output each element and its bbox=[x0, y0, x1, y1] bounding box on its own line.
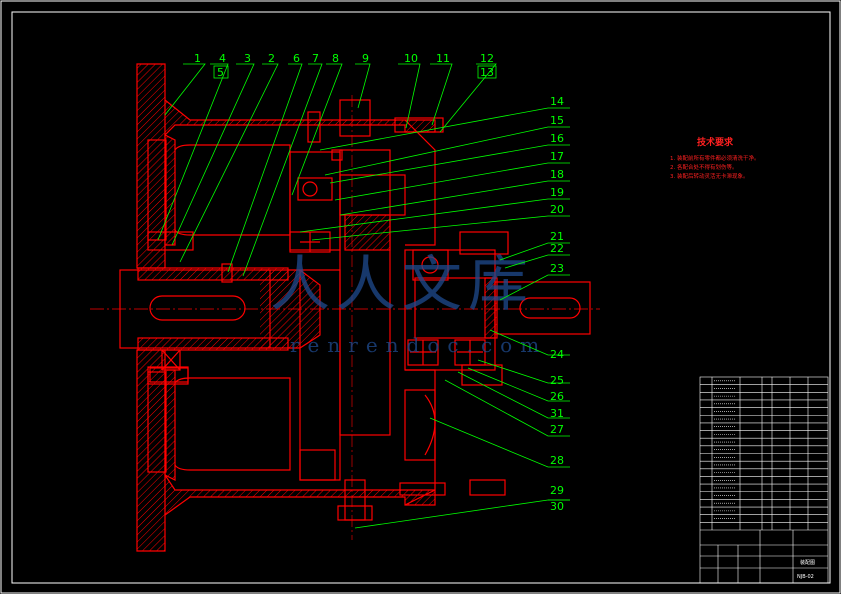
notes-item-2: 2. 各配合处不得有划伤等。 bbox=[670, 163, 738, 171]
callout-27: 27 bbox=[550, 423, 564, 436]
callout-2: 2 bbox=[268, 52, 275, 65]
callout-5-box bbox=[213, 65, 229, 79]
technical-requirements: 技术要求 1. 装配前所有零件都必须清洗干净。 2. 各配合处不得有划伤等。 3… bbox=[670, 136, 760, 180]
drawing-number: NJB-02 bbox=[797, 574, 814, 580]
title-block bbox=[699, 376, 829, 584]
callout-17: 17 bbox=[550, 150, 564, 163]
callout-23: 23 bbox=[550, 262, 564, 275]
callout-7: 7 bbox=[312, 52, 319, 65]
callout-12: 12 bbox=[480, 52, 494, 65]
callout-13-box bbox=[477, 65, 497, 79]
callout-28: 28 bbox=[550, 454, 564, 467]
inner-frame bbox=[11, 11, 831, 584]
callout-22: 22 bbox=[550, 242, 564, 255]
callout-18: 18 bbox=[550, 168, 564, 181]
notes-title: 技术要求 bbox=[697, 136, 734, 148]
callout-3: 3 bbox=[244, 52, 251, 65]
callout-15: 15 bbox=[550, 114, 564, 127]
input-shaft bbox=[119, 263, 321, 371]
watermark-url: renrendoc.com bbox=[290, 333, 547, 357]
callout-14: 14 bbox=[550, 95, 564, 108]
callout-26: 26 bbox=[550, 390, 564, 403]
callouts: 1 4 3 2 6 7 8 9 10 11 12 13 5 14 15 16 1… bbox=[194, 52, 570, 513]
callout-29: 29 bbox=[550, 484, 564, 497]
gear-assembly bbox=[289, 149, 509, 496]
callout-1: 1 bbox=[194, 52, 201, 65]
callout-11: 11 bbox=[436, 52, 450, 65]
leader-lines bbox=[157, 63, 570, 529]
output-shaft bbox=[414, 277, 591, 339]
callout-31: 31 bbox=[550, 407, 564, 420]
notes-item-1: 1. 装配前所有零件都必须清洗干净。 bbox=[670, 154, 760, 162]
title-block-border bbox=[699, 376, 829, 584]
watermark-cn: 人人文库 bbox=[270, 250, 534, 320]
callout-16: 16 bbox=[550, 132, 564, 145]
callout-13: 13 bbox=[480, 66, 494, 79]
callout-20: 20 bbox=[550, 203, 564, 216]
callout-6: 6 bbox=[293, 52, 300, 65]
drawing-name: 装配图 bbox=[800, 559, 815, 566]
callout-5: 5 bbox=[217, 66, 224, 79]
callout-21: 21 bbox=[550, 230, 564, 243]
notes-item-3: 3. 装配后转动灵活无卡滞现象。 bbox=[670, 172, 749, 180]
callout-4: 4 bbox=[219, 52, 226, 65]
bolts bbox=[149, 99, 446, 521]
callout-9: 9 bbox=[362, 52, 369, 65]
callout-25: 25 bbox=[550, 374, 564, 387]
callout-8: 8 bbox=[332, 52, 339, 65]
callout-24: 24 bbox=[550, 348, 564, 361]
callout-30: 30 bbox=[550, 500, 564, 513]
watermark: 人人文库 renrendoc.com bbox=[270, 250, 547, 357]
callout-19: 19 bbox=[550, 186, 564, 199]
parts-list-rows bbox=[700, 380, 828, 523]
callout-10: 10 bbox=[404, 52, 418, 65]
